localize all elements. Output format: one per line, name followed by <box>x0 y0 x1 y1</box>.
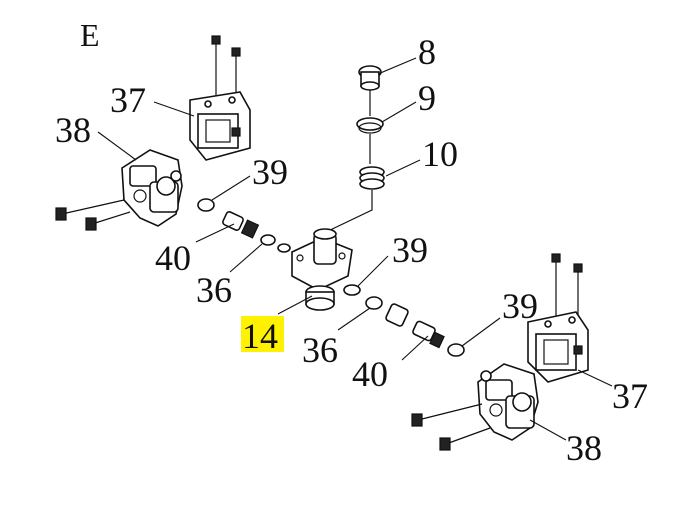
seal-ring-left <box>260 234 276 246</box>
callout-39-right: 39 <box>502 286 538 326</box>
callout-39-left: 39 <box>252 152 288 192</box>
callout-9: 9 <box>418 78 436 118</box>
fitting-right <box>412 320 445 349</box>
callout-38-left: 38 <box>55 110 91 150</box>
seal-ring-right <box>365 296 383 310</box>
leader-lines <box>97 57 613 441</box>
center-valve <box>291 228 353 311</box>
left-valve-bolts <box>55 199 131 231</box>
spring-clip <box>356 117 384 134</box>
callout-14: 14 <box>242 316 278 356</box>
callout-38-right: 38 <box>566 428 602 468</box>
callout-14-highlight <box>241 316 284 352</box>
left-valve-body <box>121 149 183 227</box>
callout-39-center: 39 <box>392 230 428 270</box>
section-letter: E <box>80 17 100 53</box>
callout-40-left: 40 <box>155 238 191 278</box>
cap-nut <box>358 65 382 91</box>
callout-40-right: 40 <box>352 354 388 394</box>
right-valve-body <box>477 363 539 441</box>
callout-10: 10 <box>422 134 458 174</box>
callout-8: 8 <box>418 32 436 72</box>
nut-right <box>385 303 409 327</box>
o-ring-left <box>197 198 215 212</box>
spring <box>359 166 385 190</box>
right-valve-bolts <box>411 403 491 451</box>
o-ring-right <box>447 343 465 357</box>
callout-36-right: 36 <box>302 330 338 370</box>
callout-37-right: 37 <box>612 376 648 416</box>
right-mounting-bracket <box>527 253 589 383</box>
o-ring-center-right <box>343 284 361 296</box>
left-mounting-bracket <box>189 35 251 161</box>
washer-left <box>277 243 291 253</box>
callout-37-left: 37 <box>110 80 146 120</box>
fitting-left <box>222 211 260 239</box>
callout-36-left: 36 <box>196 270 232 310</box>
